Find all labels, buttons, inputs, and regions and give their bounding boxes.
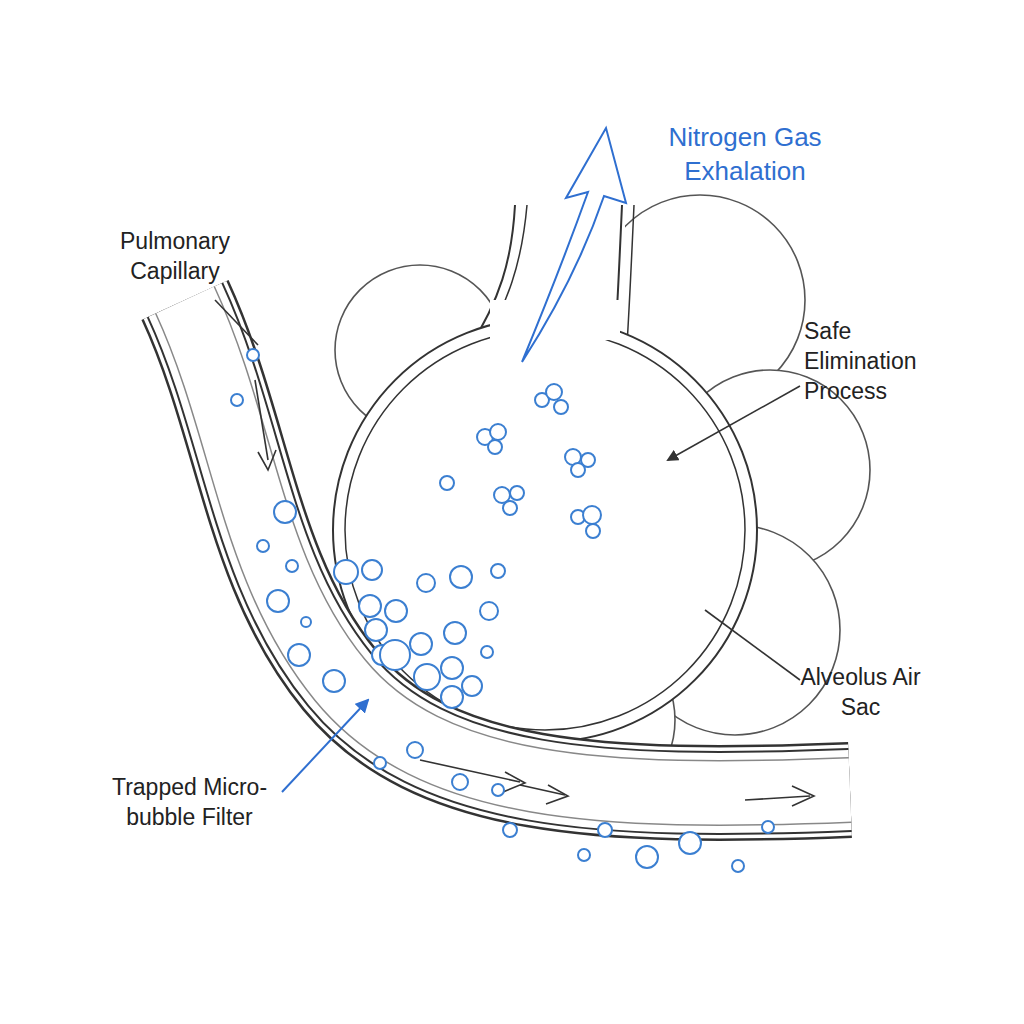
bubble: [554, 400, 568, 414]
bubble: [462, 676, 482, 696]
bubble: [571, 463, 585, 477]
capillary-outer-wall: [185, 300, 850, 793]
bubble: [452, 774, 468, 790]
capillary-inner-wall: [185, 300, 850, 793]
bubble: [488, 440, 502, 454]
bubble: [492, 784, 504, 796]
bubble: [257, 540, 269, 552]
micro-bubbles: [231, 349, 774, 872]
bubble: [510, 486, 524, 500]
capillary-gap: [185, 300, 850, 793]
leader-arrow: [282, 700, 368, 792]
bubble: [491, 564, 505, 578]
bubble: [414, 664, 440, 690]
bubble: [503, 501, 517, 515]
bubble: [385, 600, 407, 622]
alveolus-neck: [468, 190, 634, 360]
bubble: [301, 617, 311, 627]
leader-line: [215, 300, 258, 345]
neck-wall: [627, 205, 634, 345]
bubble: [490, 424, 506, 440]
bubble: [583, 506, 601, 524]
flow-arrow: [745, 796, 810, 800]
bubble: [365, 619, 387, 641]
bubble: [450, 566, 472, 588]
bubble: [679, 832, 701, 854]
bubble: [359, 595, 381, 617]
bubble: [231, 394, 243, 406]
bubble: [480, 602, 498, 620]
bubble: [362, 560, 382, 580]
bubble: [503, 823, 517, 837]
alveolus-wall: [345, 330, 745, 730]
process-label: Safe Elimination Process: [804, 316, 944, 406]
bubble: [444, 622, 466, 644]
exhalation-arrow: [522, 128, 626, 362]
flow-arrow: [420, 760, 520, 782]
capillary-tube: [185, 300, 850, 793]
part-label: Pulmonary Capillary: [100, 226, 250, 286]
bubble: [267, 590, 289, 612]
flow-arrow-head: [258, 450, 276, 470]
flow-arrows: [255, 380, 814, 806]
bubble: [334, 560, 358, 584]
bubble: [374, 757, 386, 769]
leader-line: [705, 610, 800, 680]
bubble: [417, 574, 435, 592]
bubble: [441, 686, 463, 708]
bubble: [546, 384, 562, 400]
bubble: [286, 560, 298, 572]
capillary-lumen: [185, 300, 850, 793]
bubble: [762, 821, 774, 833]
bubble: [407, 742, 423, 758]
bubble: [288, 644, 310, 666]
bubble: [274, 501, 296, 523]
leader-arrow: [668, 386, 800, 460]
bubble: [323, 670, 345, 692]
bubble: [247, 349, 259, 361]
bubble: [636, 846, 658, 868]
bubble: [410, 633, 432, 655]
part-label: Alveolus Air Sac: [798, 662, 923, 722]
bubble: [380, 640, 410, 670]
bubble: [578, 849, 590, 861]
bubble: [586, 524, 600, 538]
part-label: Trapped Micro-bubble Filter: [102, 772, 277, 832]
bubble: [440, 476, 454, 490]
flow-arrow-head: [546, 785, 568, 804]
capillary-wall: [185, 300, 850, 793]
flow-arrow-head: [792, 786, 814, 806]
bubble: [598, 823, 612, 837]
flow-label: Nitrogen Gas Exhalation: [640, 120, 850, 188]
leader-lines: [215, 300, 800, 792]
bubble: [481, 646, 493, 658]
bubble: [732, 860, 744, 872]
capillary-gap: [185, 300, 850, 793]
flow-arrow: [503, 772, 525, 792]
bubble: [441, 657, 463, 679]
flow-arrow: [255, 380, 268, 460]
